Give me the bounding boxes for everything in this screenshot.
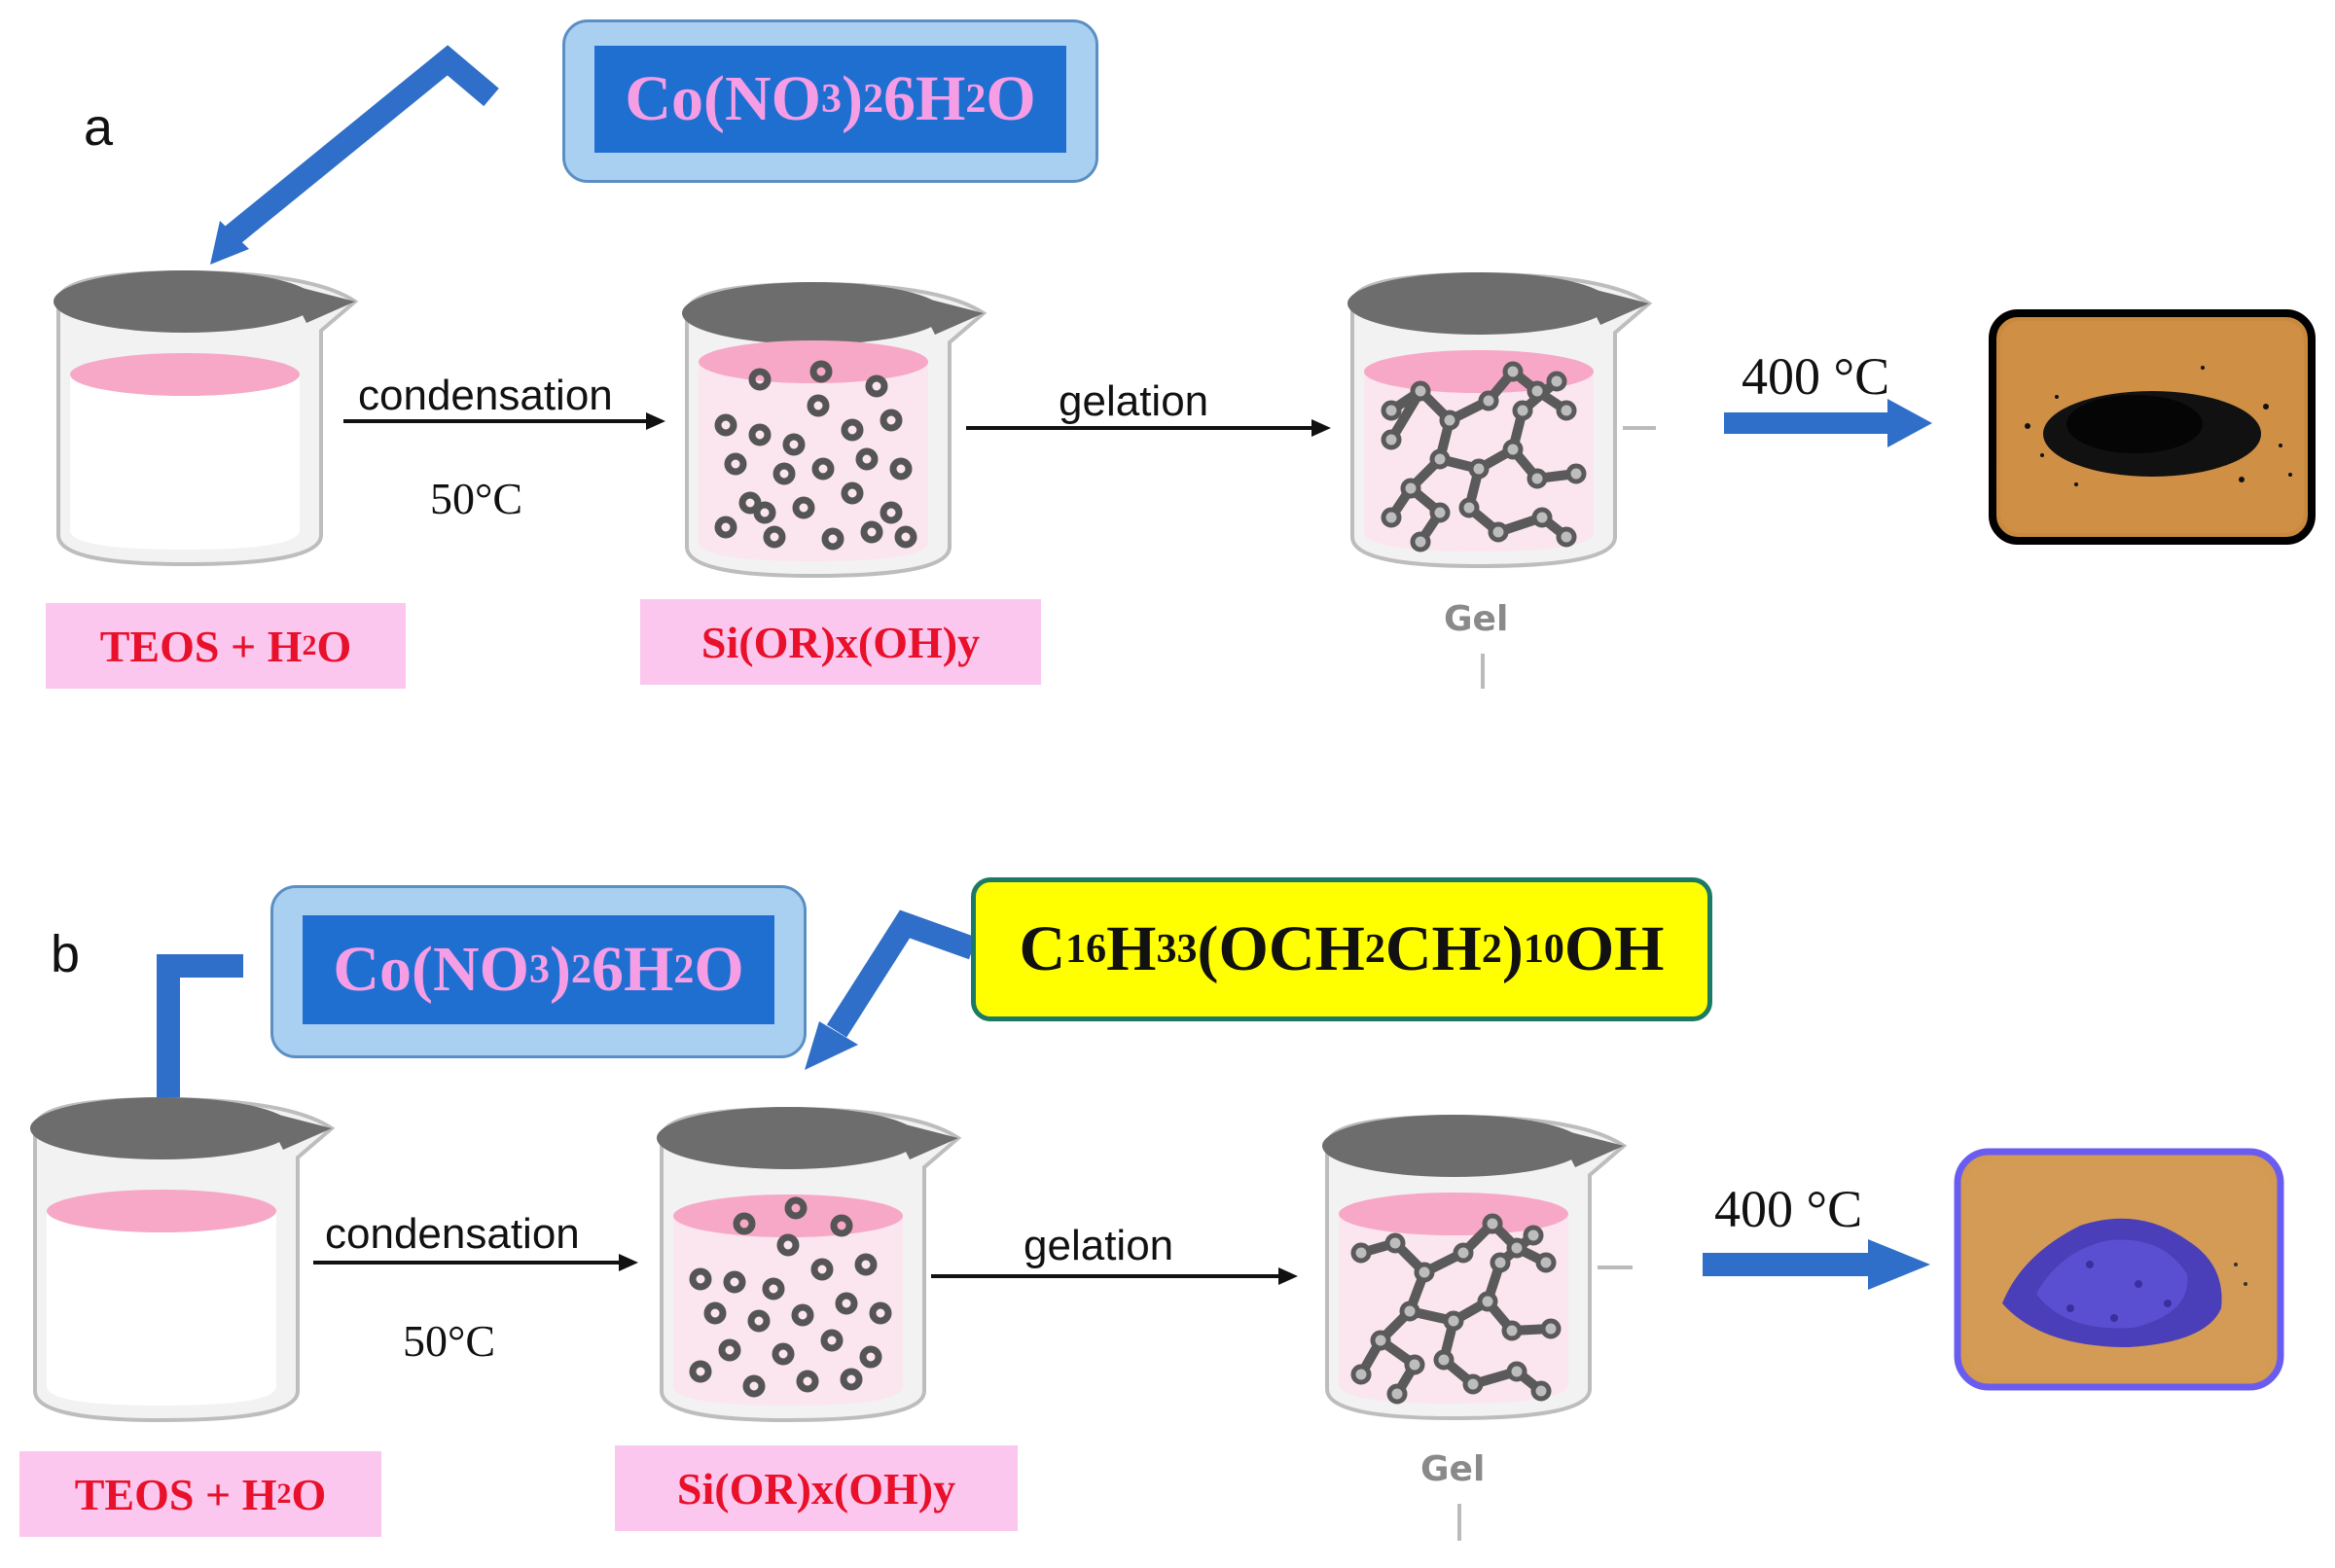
silanol-label-b: Si(OR)x(OH)y <box>615 1445 1018 1531</box>
condensation-label: condensation <box>358 372 613 419</box>
gelation-label-b: gelation <box>1024 1222 1174 1269</box>
calcination-temp-b: 400 °C <box>1714 1180 1863 1238</box>
beaker-sol-particles-b <box>657 1106 962 1423</box>
product-blue-powder <box>1954 1148 2284 1391</box>
condensation-label-b: condensation <box>325 1210 580 1258</box>
gel-label: Gel <box>1444 599 1509 639</box>
calcination-temp: 400 °C <box>1742 347 1890 406</box>
silanol-label: Si(OR)x(OH)y <box>640 599 1041 685</box>
beaker-gel-network <box>1347 271 1653 569</box>
beaker-teos-b <box>30 1096 336 1423</box>
gel-label-b: Gel <box>1420 1449 1486 1489</box>
beaker-gel-network-b <box>1322 1114 1628 1421</box>
beaker-sol-particles <box>682 281 988 579</box>
beaker-teos <box>54 269 359 567</box>
gelation-label: gelation <box>1059 377 1209 425</box>
temperature-label: 50°C <box>430 474 523 523</box>
panel-b-letter: b <box>51 925 81 983</box>
product-black-powder <box>1989 309 2316 545</box>
temperature-label-b: 50°C <box>403 1316 496 1366</box>
panel-a-letter: a <box>84 98 114 157</box>
